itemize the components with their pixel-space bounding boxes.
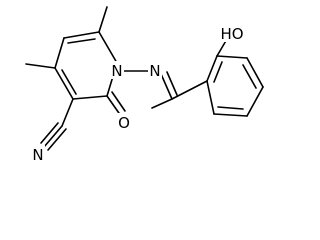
nitrile-triple-bond-3	[47, 128, 67, 151]
imine-nitrogen-background	[148, 61, 162, 79]
imine-double-bond-outer	[160, 73, 173, 100]
bond-c4-c3-inner	[61, 69, 77, 95]
nitrile-carbon-bond	[61, 98, 74, 127]
benzene-bond-5	[213, 113, 248, 117]
hydroxyl-label: HO	[220, 25, 243, 43]
benzene-bond-5-inner	[217, 106, 244, 110]
chemical-structure-diagram: N N O N HO	[25, 6, 264, 164]
imine-double-bond-inner	[166, 71, 178, 96]
benzene-bond-6	[206, 80, 215, 115]
bond-c6-c5	[63, 31, 100, 39]
benzene-bond-1-inner	[213, 61, 223, 83]
carbonyl-bond-inner	[111, 91, 126, 112]
bond-c4-c3	[54, 67, 74, 100]
benzene-bond-1	[206, 55, 218, 82]
atom-labels: N N O N HO	[31, 24, 246, 164]
benzene-bond-3	[246, 57, 264, 88]
bond-c3-c2	[72, 95, 108, 100]
nitrile-triple-bond-2	[40, 122, 59, 144]
methyl-bond-c6	[98, 6, 108, 33]
ring-substituents	[25, 6, 126, 151]
nitrile-nitrogen-background	[31, 145, 45, 163]
hydroxyl-background	[218, 24, 246, 42]
benzene-bond-3-inner	[242, 64, 257, 89]
imine-nitrogen-label: N	[149, 62, 160, 80]
carbonyl-oxygen-label: O	[118, 114, 130, 132]
methyl-bond-c4	[25, 63, 56, 69]
imine-methyl-bond	[151, 98, 173, 109]
bond-n1-c6	[98, 31, 118, 64]
ring-nitrogen-label: N	[111, 62, 122, 80]
carbonyl-oxygen-background	[116, 113, 132, 131]
ring-nitrogen-background	[110, 61, 124, 79]
bond-c5-c4	[54, 37, 65, 69]
phenol-ring	[206, 38, 264, 117]
imine-aryl-bond	[171, 80, 208, 100]
carbonyl-bond-outer	[106, 95, 122, 117]
pyridinone-ring	[54, 31, 118, 100]
nitrile-triple-bond-1	[43, 125, 63, 148]
benzene-bond-2	[216, 55, 248, 59]
benzene-bond-4	[246, 86, 264, 117]
bond-c6-c5-inner	[67, 38, 96, 44]
nitrile-nitrogen-label: N	[32, 146, 43, 164]
